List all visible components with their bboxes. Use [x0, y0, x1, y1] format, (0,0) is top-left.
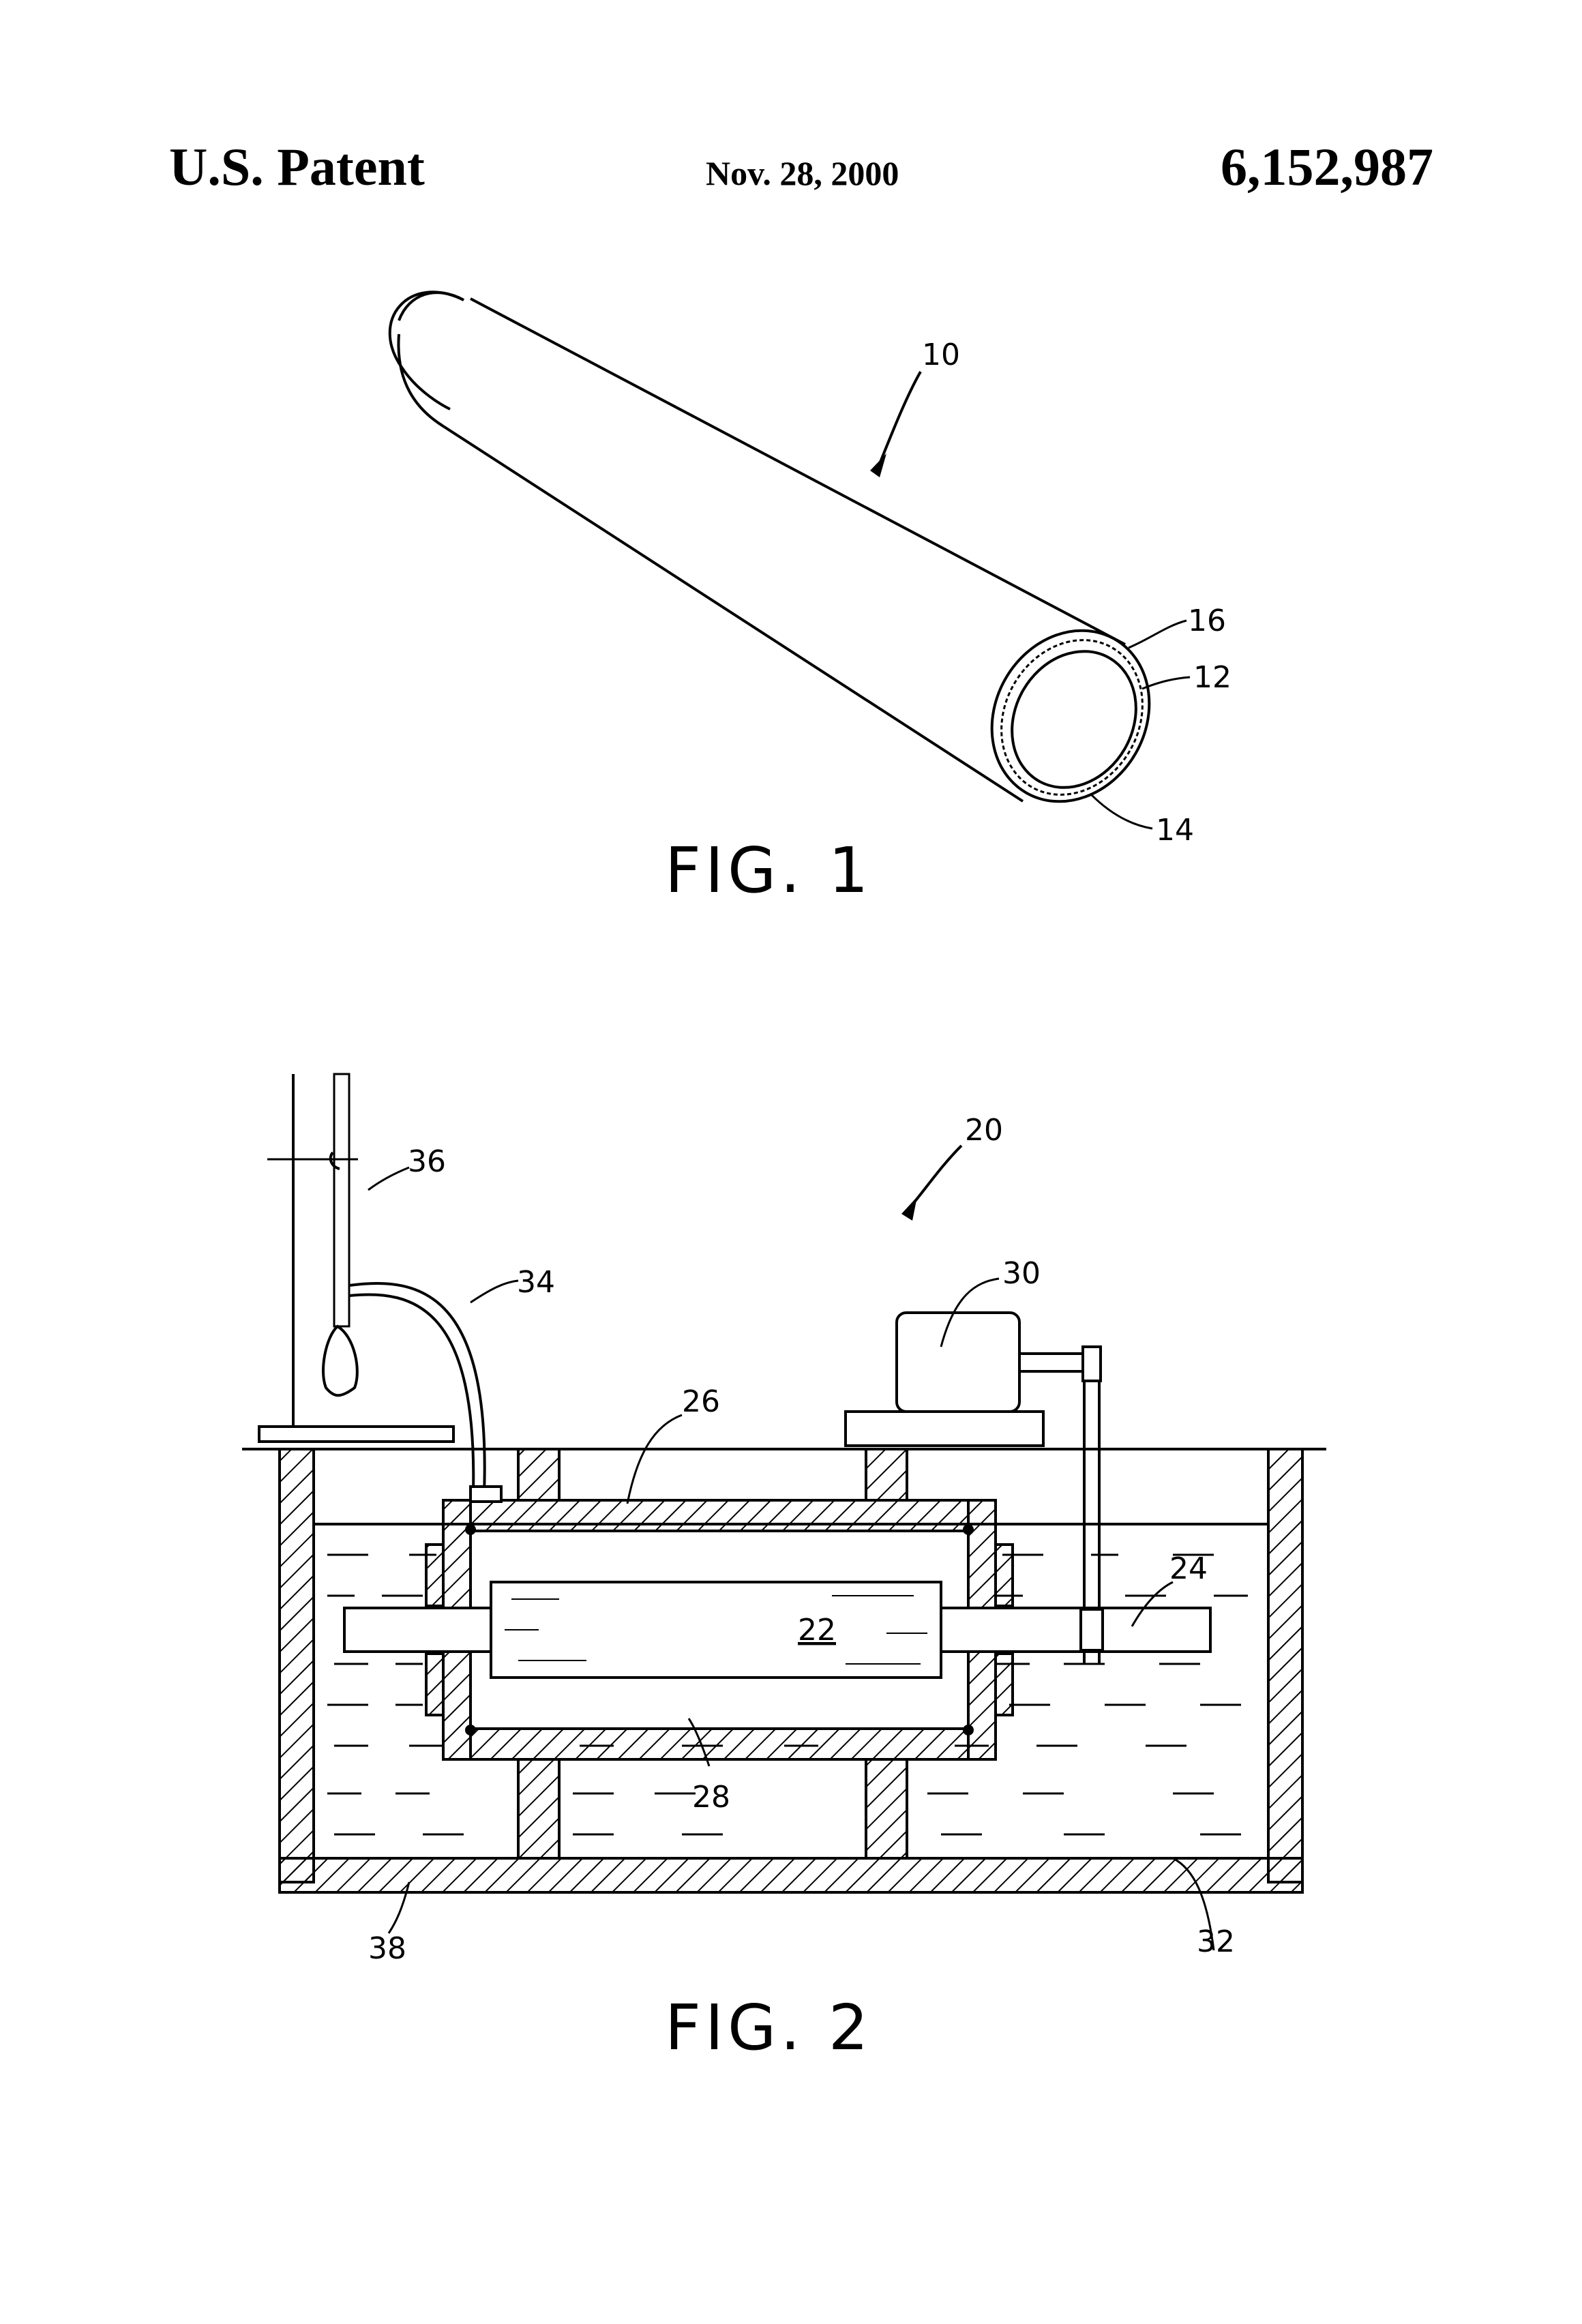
- ref-24: 24: [1169, 1551, 1208, 1586]
- ref-20: 20: [965, 1113, 1003, 1148]
- ref-12: 12: [1193, 660, 1232, 695]
- fig2-apparatus: [242, 1074, 1326, 1950]
- ref-28: 28: [692, 1780, 730, 1815]
- ref-22: 22: [798, 1613, 836, 1648]
- ref-38: 38: [368, 1931, 406, 1966]
- ref-10: 10: [922, 338, 960, 372]
- ref-14: 14: [1156, 813, 1194, 848]
- fig2-caption: FIG. 2: [665, 1991, 872, 2064]
- ref-30: 30: [1002, 1256, 1041, 1291]
- fig1-tube: [390, 292, 1190, 830]
- fig1-caption: FIG. 1: [665, 834, 872, 907]
- ref-26: 26: [682, 1384, 720, 1419]
- ref-32: 32: [1197, 1924, 1235, 1959]
- ref-36: 36: [408, 1144, 446, 1179]
- ref-34: 34: [517, 1265, 555, 1300]
- ref-16: 16: [1188, 604, 1226, 638]
